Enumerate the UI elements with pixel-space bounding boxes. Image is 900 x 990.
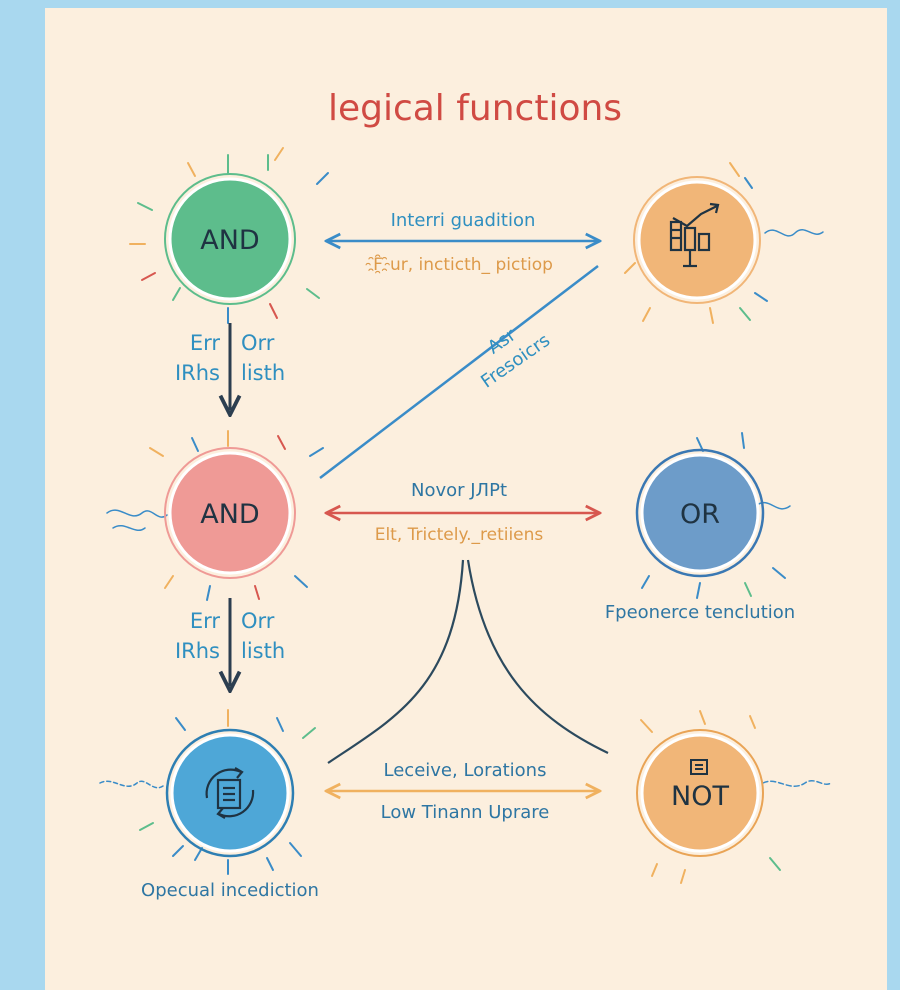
or-node-label: OR xyxy=(680,499,720,530)
decorative-sparks xyxy=(99,147,832,884)
upper-side-label-2: Orr xyxy=(241,331,275,355)
and-node-top: AND xyxy=(164,173,296,305)
and-node-middle: AND xyxy=(164,447,296,579)
document-icon xyxy=(690,759,708,775)
and-node-top-label: AND xyxy=(200,225,259,256)
lower-side-label-2: Orr xyxy=(241,609,275,633)
page-title: legical functions xyxy=(328,88,622,129)
cycle-node-caption: Opecual incediction xyxy=(141,880,319,901)
or-node-caption: Fpeonerce tenclution xyxy=(605,602,795,623)
upper-side-label-1: Err xyxy=(190,331,221,355)
cycle-document-icon xyxy=(205,767,255,819)
lower-side-label-1: Err xyxy=(190,609,221,633)
lower-side-label-3: IRhs xyxy=(175,639,220,663)
bottom-connection-sublabel: Low Tinann Uprare xyxy=(381,802,550,823)
upper-side-label-3: IRhs xyxy=(175,361,220,385)
chart-node xyxy=(633,176,761,304)
chart-icon xyxy=(669,202,720,268)
diagonal-connector xyxy=(319,265,599,479)
not-node: NOT xyxy=(636,729,764,857)
top-connection-sublabel: F҈ur, incticth_ pictiop xyxy=(365,254,553,275)
upper-side-label-4: listh xyxy=(241,361,285,385)
lower-side-label-4: listh xyxy=(241,639,285,663)
or-node: OR xyxy=(635,448,765,578)
top-connection-label: Interri guadition xyxy=(391,210,536,231)
curve-connector-left xyxy=(327,559,465,764)
middle-connection-label: Novor JЛPt xyxy=(411,480,507,501)
logic-diagram: legical functions xyxy=(99,88,832,901)
not-node-label: NOT xyxy=(671,781,729,812)
middle-connection-sublabel: Elt, Trictely._retiiens xyxy=(375,525,544,545)
and-node-middle-label: AND xyxy=(200,499,259,530)
cycle-node xyxy=(165,728,295,858)
curve-connector-right xyxy=(466,559,609,754)
bottom-connection-label: Leceive, Lorations xyxy=(384,760,547,781)
poster: legical functions xyxy=(45,8,887,990)
